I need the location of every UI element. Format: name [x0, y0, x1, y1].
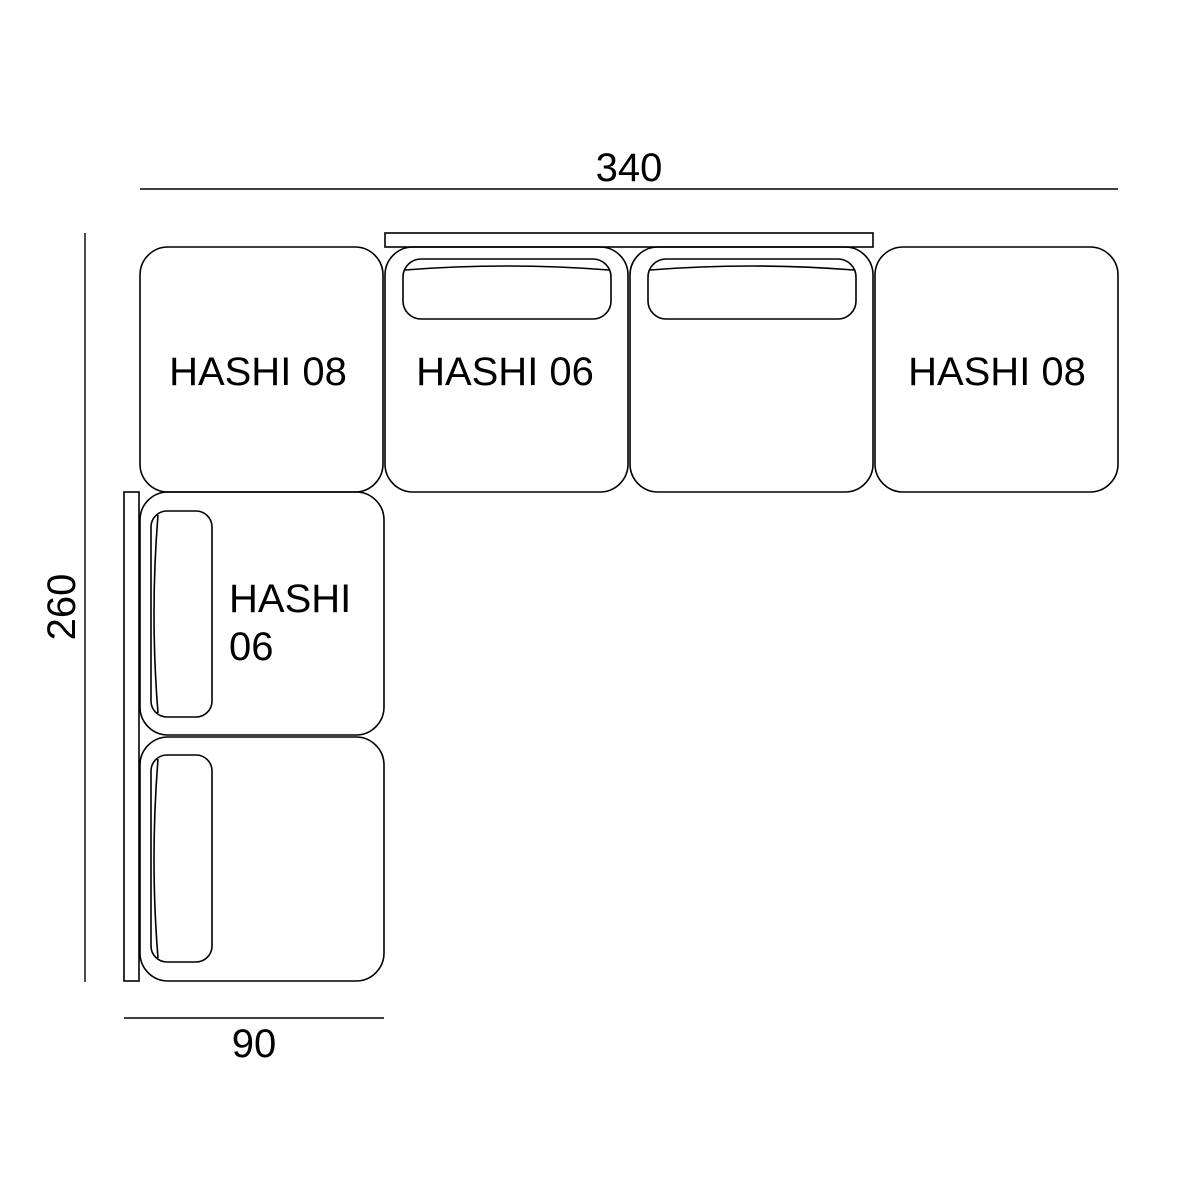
back-cushion-seam	[153, 514, 159, 714]
back-cushion-seam	[153, 758, 159, 959]
back-cushion	[150, 754, 213, 963]
module-top-middle-left: HASHI 06	[384, 246, 629, 493]
module-top-left: HASHI 08	[139, 246, 384, 493]
module-top-right: HASHI 08	[874, 246, 1119, 493]
seat-cushion	[874, 246, 1119, 493]
height-dimension-label: 260	[40, 574, 84, 641]
module-top-middle-right	[629, 246, 874, 493]
back-cushion	[402, 258, 612, 320]
back-cushion	[647, 258, 857, 320]
depth-dimension-label: 90	[232, 1022, 277, 1066]
back-cushion-seam	[649, 265, 855, 271]
module-label-top-left: HASHI 08	[169, 350, 347, 394]
back-cushion-seam	[404, 265, 610, 271]
top-back-panel	[384, 232, 874, 248]
module-label-top-middle: HASHI 06	[416, 350, 594, 394]
module-label-left-upper-line1: HASHI	[229, 577, 351, 621]
module-left-upper: HASHI 06	[139, 491, 385, 736]
width-dimension-label: 340	[596, 146, 663, 190]
seat-cushion	[629, 246, 874, 493]
seat-cushion	[139, 491, 385, 736]
module-label-left-upper-line2: 06	[229, 625, 274, 669]
seat-cushion	[384, 246, 629, 493]
module-left-lower	[139, 736, 385, 982]
back-cushion	[150, 510, 213, 718]
module-label-top-right: HASHI 08	[908, 350, 1086, 394]
left-back-panel	[123, 491, 140, 982]
seat-cushion	[139, 736, 385, 982]
